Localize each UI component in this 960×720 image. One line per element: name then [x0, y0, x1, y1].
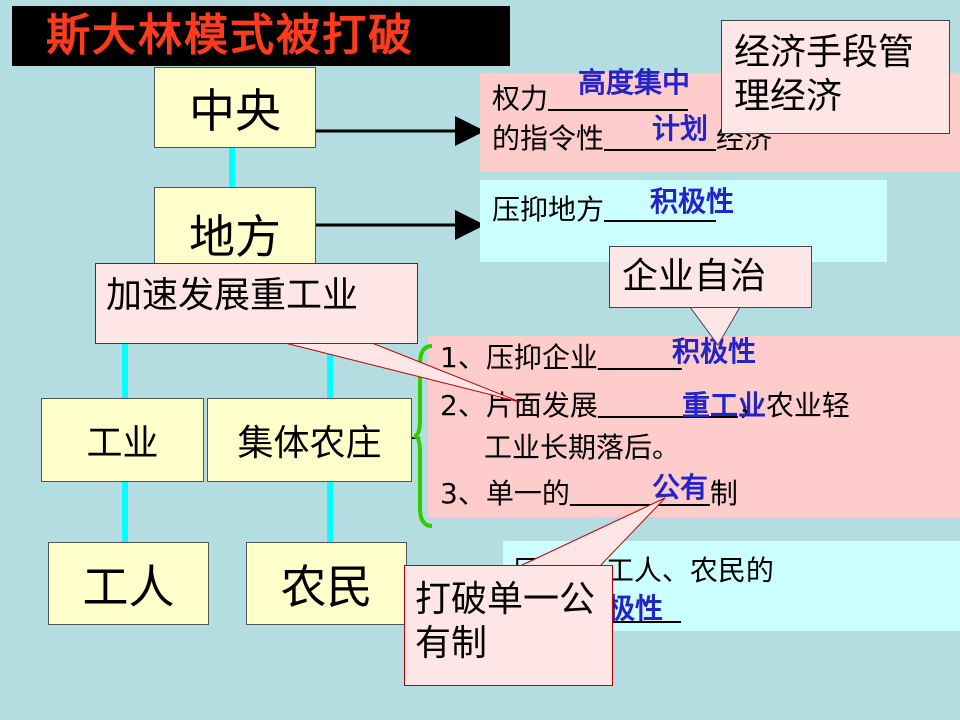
point-2-suffix: ，农业轻	[737, 389, 850, 422]
callout-ownership-text: 打破单一公有制	[415, 579, 596, 664]
point-3-prefix: 3、单一的	[440, 477, 570, 510]
point-3-suffix: 制	[709, 477, 738, 510]
heavy-industry-pointer	[284, 342, 521, 403]
node-industry: 工业	[41, 398, 204, 482]
point-2-cont: 工业长期落后。	[484, 431, 681, 464]
point-2-prefix: 2、片面发展	[440, 389, 598, 422]
power-line-1: 权力	[492, 81, 688, 117]
power-fill-1: 高度集中	[578, 66, 691, 99]
local-line: 压抑地方	[492, 192, 716, 228]
enterprise-pointer	[689, 306, 741, 346]
node-farm: 集体农庄	[207, 398, 412, 482]
power-prefix-2: 的指令性	[492, 122, 605, 155]
point-1: 1、压抑企业	[440, 340, 682, 376]
point-1-prefix: 1、压抑企业	[440, 341, 598, 374]
callout-enterprise: 企业自治	[609, 246, 812, 308]
point-3-fill: 公有	[652, 471, 709, 504]
callout-heavy-industry-text: 加速发展重工业	[106, 275, 359, 316]
point-3: 3、单一的 制	[440, 476, 738, 512]
brace-icon	[413, 344, 433, 528]
power-fill-2: 计划	[652, 112, 709, 145]
page-title: 斯大林模式被打破	[12, 6, 510, 66]
local-box: 压抑地方 积极性	[480, 180, 887, 262]
callout-ownership: 打破单一公有制	[404, 565, 613, 686]
point-2: 2、片面发展 ，农业轻	[440, 388, 850, 424]
node-workers: 工人	[48, 542, 209, 625]
workers-text: 工人、农民的	[605, 554, 774, 587]
callout-heavy-industry: 加速发展重工业	[95, 263, 418, 344]
callout-economic-means-text: 经济手段管理经济	[734, 32, 915, 117]
power-prefix: 权力	[492, 82, 549, 115]
node-peasants: 农民	[246, 542, 407, 625]
point-2-fill: 重工业	[682, 389, 767, 422]
local-fill: 积极性	[650, 185, 735, 218]
node-center: 中央	[154, 67, 316, 148]
callout-enterprise-text: 企业自治	[622, 256, 767, 297]
callout-economic-means: 经济手段管理经济	[721, 20, 950, 134]
ownership-pointer	[519, 497, 666, 567]
points-box: 1、压抑企业 积极性 2、片面发展 ，农业轻 重工业 工业长期落后。 3、单一的…	[428, 335, 960, 517]
point-1-fill: 积极性	[672, 335, 757, 368]
local-prefix: 压抑地方	[492, 193, 605, 226]
